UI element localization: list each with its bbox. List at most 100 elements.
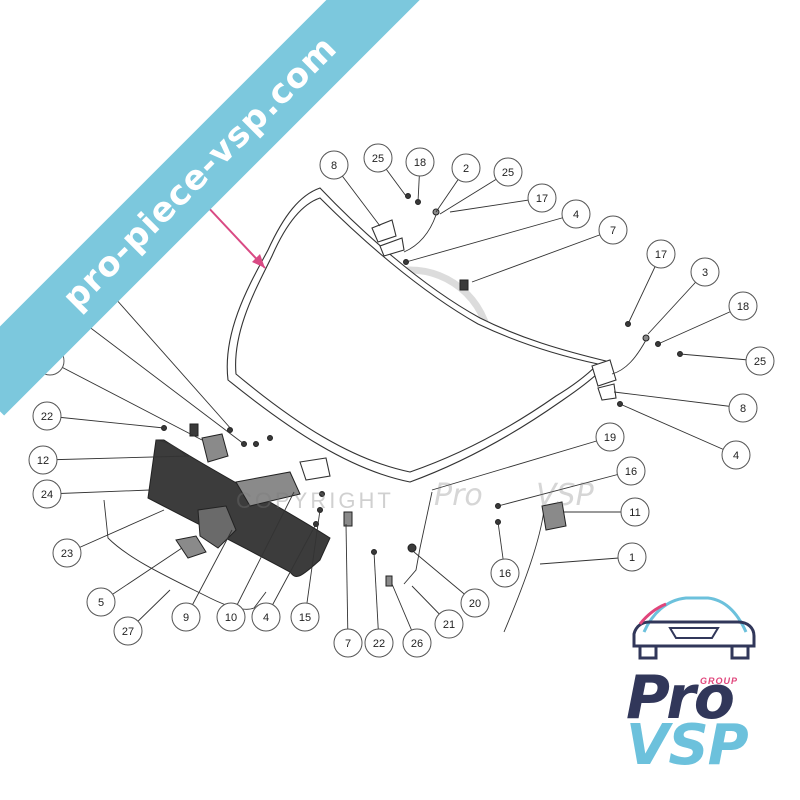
callout-9: 9 [171, 529, 233, 632]
callout-label: 22 [373, 638, 385, 650]
callout-17: 17 [627, 239, 676, 325]
bumper-stop-top [459, 279, 469, 291]
callout-27: 27 [113, 589, 171, 646]
callout-leader-line [46, 489, 151, 495]
callout-leader-line [373, 551, 380, 644]
release-cable [503, 509, 545, 633]
callout-24: 24 [32, 479, 151, 509]
callout-label: 10 [225, 612, 237, 624]
callout-label: 18 [737, 301, 749, 313]
callout-26: 26 [391, 583, 432, 658]
callout-18: 18 [657, 291, 758, 345]
callout-21: 21 [411, 585, 464, 639]
callout-label: 4 [573, 209, 579, 221]
callout-circle [251, 602, 281, 632]
watermark-vsp: VSP [536, 478, 594, 513]
lower-trim-moulding [103, 499, 267, 610]
callout-circle [595, 422, 625, 452]
callout-label: 23 [61, 548, 73, 560]
callout-label: 25 [372, 153, 384, 165]
callout-circle [460, 588, 490, 618]
callout-leader-line [230, 491, 295, 618]
callout-18: 18 [405, 147, 435, 203]
callout-label: 11 [629, 507, 640, 519]
callout-label: 24 [41, 489, 53, 501]
callout-circle [527, 183, 557, 213]
callout-leader-line [49, 360, 203, 441]
callout-label: 27 [122, 626, 134, 638]
lock-assembly [189, 423, 229, 463]
callout-leader-line [100, 547, 183, 603]
callout-leader-line [265, 523, 317, 618]
callout-label: 18 [414, 157, 426, 169]
callout-circle [113, 616, 143, 646]
callout-label: 20 [469, 598, 481, 610]
grille-support-bracket [235, 471, 301, 507]
callout-20: 20 [413, 551, 490, 618]
callout-circle [290, 602, 320, 632]
callout-circle [616, 456, 646, 486]
callout-label: 8 [740, 403, 746, 415]
callout-22: 22 [364, 551, 394, 658]
callout-label: 4 [733, 450, 739, 462]
callout-label: 17 [536, 193, 548, 205]
callout-circle [728, 291, 758, 321]
callout-circle [171, 602, 201, 632]
callout-circle [745, 346, 775, 376]
callout-leader-line [497, 470, 632, 507]
callout-8: 8 [613, 391, 758, 423]
strut-right [611, 334, 650, 375]
cable-bracket [541, 501, 567, 531]
callout-circle [598, 215, 628, 245]
logo-car-icon [632, 596, 756, 660]
callout-circle [620, 497, 650, 527]
callout-1: 1 [539, 542, 647, 572]
callout-label: 25 [754, 356, 766, 368]
callout-circle [721, 440, 751, 470]
callout-circle [319, 150, 349, 180]
callout-leader-line [66, 509, 165, 554]
callout-label: 19 [604, 432, 616, 444]
callout-label: 7 [345, 638, 351, 650]
callout-leader-line [345, 523, 349, 644]
callout-15: 15 [290, 509, 321, 632]
callout-22: 22 [32, 401, 165, 431]
callout-leader-line [539, 556, 633, 565]
callout-11: 11 [564, 497, 650, 527]
callout-leader-line [304, 509, 321, 618]
callout-label: 16 [625, 466, 637, 478]
hinge-left [371, 219, 405, 257]
callout-leader-line [619, 403, 737, 456]
callout-circle [32, 401, 62, 431]
callout-leader-line [657, 305, 744, 345]
callout-leader-line [46, 415, 165, 429]
callout-2: 2 [435, 153, 481, 213]
callout-19: 19 [431, 422, 625, 491]
callout-circle [216, 602, 246, 632]
callout-circle [617, 542, 647, 572]
callout-leader-line [449, 197, 543, 213]
callout-circle [561, 199, 591, 229]
prop-rod [403, 491, 433, 585]
callout-25: 25 [679, 346, 775, 376]
copyright-watermark-text: COPYRIGHT [236, 488, 394, 513]
logo-pro-text: Pro [626, 663, 735, 733]
callout-circle [690, 257, 720, 287]
callout-label: 2 [463, 163, 469, 175]
callout-label: 25 [502, 167, 514, 179]
callout-circle [434, 609, 464, 639]
callout-leader-line [42, 455, 191, 461]
side-clip [175, 535, 207, 559]
watermark-pro: Pro [434, 478, 483, 513]
callout-circle [405, 147, 435, 177]
callout-group: 6825182251747173182584141372212242352791… [28, 143, 775, 658]
callout-circle [728, 393, 758, 423]
callout-label: 17 [655, 249, 667, 261]
callout-leader-line [185, 529, 233, 618]
callout-circle [86, 587, 116, 617]
callout-label: 22 [41, 411, 53, 423]
callout-leader-line [405, 213, 577, 263]
callout-16: 16 [497, 456, 646, 507]
callout-4: 4 [251, 523, 317, 632]
callout-circle [32, 479, 62, 509]
